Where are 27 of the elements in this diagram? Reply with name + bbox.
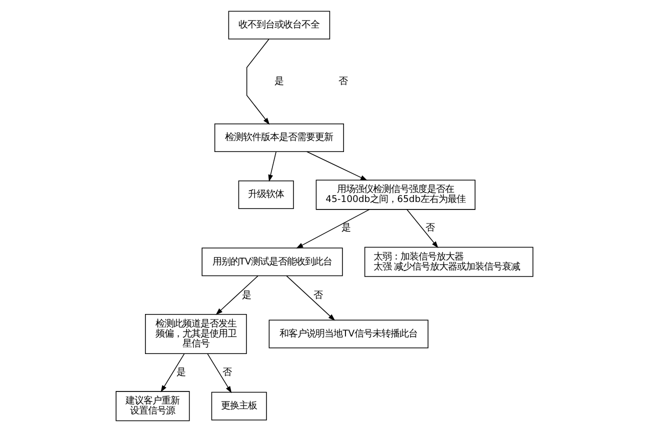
label: 否 (338, 76, 348, 87)
arrow (296, 209, 370, 248)
edge-label: 否 (424, 222, 434, 234)
edge-label: 是 (241, 290, 250, 301)
node-box: 太弱：加装信号放大器 太强 减少信号放大器或加装信号衰减 (364, 246, 533, 277)
arrow (406, 209, 438, 248)
edge-label: 否 (222, 366, 232, 378)
arrow (246, 38, 270, 125)
arrow (160, 353, 184, 392)
arrow (268, 151, 276, 182)
arrow (306, 151, 367, 181)
node-box: 收不到台或收台不全 (228, 10, 330, 40)
node-box: 更换主板 (210, 392, 266, 420)
node-box: 和客户说明当地TV信号未转播此台 (268, 320, 428, 348)
edge-label: 是 (176, 366, 185, 378)
arrow (206, 353, 232, 394)
node-box: 检测软件版本是否需要更新 (214, 123, 344, 152)
node-box: 升级软体 (238, 180, 294, 210)
edge-label: 否 (313, 290, 322, 301)
node-box: 检测此频道是否发生频偏，尤其是使用卫星信号 (144, 314, 246, 354)
arrow (286, 276, 335, 321)
arrow (215, 276, 258, 315)
edge-label: 是 (340, 222, 350, 234)
node-box: 用场强仪检测信号强度是否在 45-100db之间，65db左右为最佳 (315, 180, 475, 210)
label: 是 (274, 76, 284, 87)
node-box: 用别的TV测试是否能收到此台 (201, 248, 342, 276)
node-box: 建议客户重新设置信号源 (115, 391, 190, 422)
